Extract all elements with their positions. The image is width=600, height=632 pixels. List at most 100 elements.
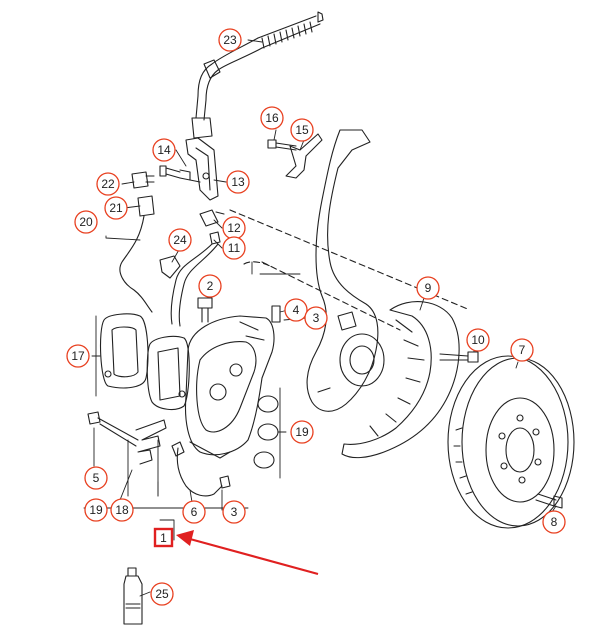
callout-number: 10: [471, 333, 485, 347]
callout-16: 16: [260, 106, 284, 130]
callout-24: 24: [168, 228, 192, 252]
bolt-2: [197, 297, 213, 323]
callout-number: 6: [191, 505, 198, 519]
highlight-box: [153, 527, 174, 548]
callout-9: 9: [416, 276, 440, 300]
callout-number: 20: [79, 215, 93, 229]
callout-number: 3: [231, 505, 238, 519]
callout-number: 22: [101, 177, 115, 191]
bleeder-4: [271, 305, 281, 323]
callout-number: 16: [265, 111, 279, 125]
callout-25: 25: [150, 582, 174, 606]
callout-circle: [510, 338, 534, 362]
callout-circle: [218, 28, 242, 52]
bracket-15: [285, 133, 323, 179]
callout-circle: [104, 196, 128, 220]
callout-circle: [110, 498, 134, 522]
callout-circle: [542, 510, 566, 534]
callout-number: 4: [293, 303, 300, 317]
callout-number: 19: [89, 503, 103, 517]
highlight-callout: 1: [153, 527, 319, 576]
callout-12: 12: [222, 216, 246, 240]
callout-circle: [222, 500, 246, 524]
brake-hose-23: [191, 11, 324, 139]
connector-22: [131, 171, 155, 189]
callout-number: 12: [227, 221, 241, 235]
callout-2: 2: [198, 274, 222, 298]
clip-12: [199, 209, 225, 227]
callout-circle: [168, 228, 192, 252]
callout-number: 8: [551, 515, 558, 529]
steering-knuckle: [306, 129, 385, 412]
callout-circle: [66, 344, 90, 368]
callout-circle: [290, 118, 314, 142]
callout-circle: [84, 466, 108, 490]
brake-disc-7: [447, 355, 575, 529]
highlight-box-label: 1: [160, 531, 167, 545]
callout-number: 23: [223, 33, 237, 47]
bolt-16: [267, 139, 297, 151]
sensor-21: [119, 195, 155, 313]
callout-15: 15: [290, 118, 314, 142]
callout-circle: [466, 328, 490, 352]
callout-circle: [260, 106, 284, 130]
callout-19b: 19: [84, 498, 108, 522]
callout-21: 21: [104, 196, 128, 220]
callout-number: 3: [313, 311, 320, 325]
callout-3b: 3: [222, 500, 246, 524]
callout-number: 17: [71, 349, 85, 363]
callout-circle: [284, 298, 308, 322]
callout-number: 18: [115, 503, 129, 517]
red-arrow: [176, 530, 319, 576]
bolt-10: [439, 351, 479, 363]
callout-18: 18: [110, 498, 134, 522]
callout-number: 13: [231, 175, 245, 189]
callout-circle: [84, 498, 108, 522]
spring-clip-18: [135, 419, 167, 465]
callout-circle: [290, 420, 314, 444]
brake-line-6: [171, 441, 231, 497]
callout-23: 23: [218, 28, 242, 52]
callout-19a: 19: [290, 420, 314, 444]
callout-11: 11: [222, 236, 246, 260]
callout-circle: [152, 138, 176, 162]
leader-lines: [91, 39, 557, 597]
callout-number: 19: [295, 425, 309, 439]
bolt-14: [159, 165, 191, 181]
dashed-guide-lines: [229, 209, 471, 331]
callout-17: 17: [66, 344, 90, 368]
callout-number: 2: [207, 279, 214, 293]
callout-circle: [304, 306, 328, 330]
brake-line-11: [170, 231, 221, 327]
grease-tube-25: [123, 567, 143, 625]
callout-10: 10: [466, 328, 490, 352]
callout-20: 20: [74, 210, 98, 234]
callout-circle: [182, 500, 206, 524]
callout-number: 25: [155, 587, 169, 601]
callout-3a: 3: [304, 306, 328, 330]
callout-5: 5: [84, 466, 108, 490]
callout-8: 8: [542, 510, 566, 534]
callout-number: 24: [173, 233, 187, 247]
callout-circle: [150, 582, 174, 606]
callout-6: 6: [182, 500, 206, 524]
bolt-8: [535, 493, 563, 509]
clip-24: [159, 255, 181, 279]
callout-circle: [96, 172, 120, 196]
brake-caliper: [184, 315, 275, 459]
dust-shield-9: [341, 301, 460, 459]
callout-circle: [74, 210, 98, 234]
bracket-13: [185, 137, 219, 201]
callout-number: 5: [93, 471, 100, 485]
callout-7: 7: [510, 338, 534, 362]
callout-22: 22: [96, 172, 120, 196]
callout-13: 13: [226, 170, 250, 194]
callout-circle: [416, 276, 440, 300]
callout-4: 4: [284, 298, 308, 322]
callout-number: 7: [519, 343, 526, 357]
callout-number: 9: [425, 281, 432, 295]
callout-circle: [226, 170, 250, 194]
brake-pads-17: [100, 313, 190, 411]
